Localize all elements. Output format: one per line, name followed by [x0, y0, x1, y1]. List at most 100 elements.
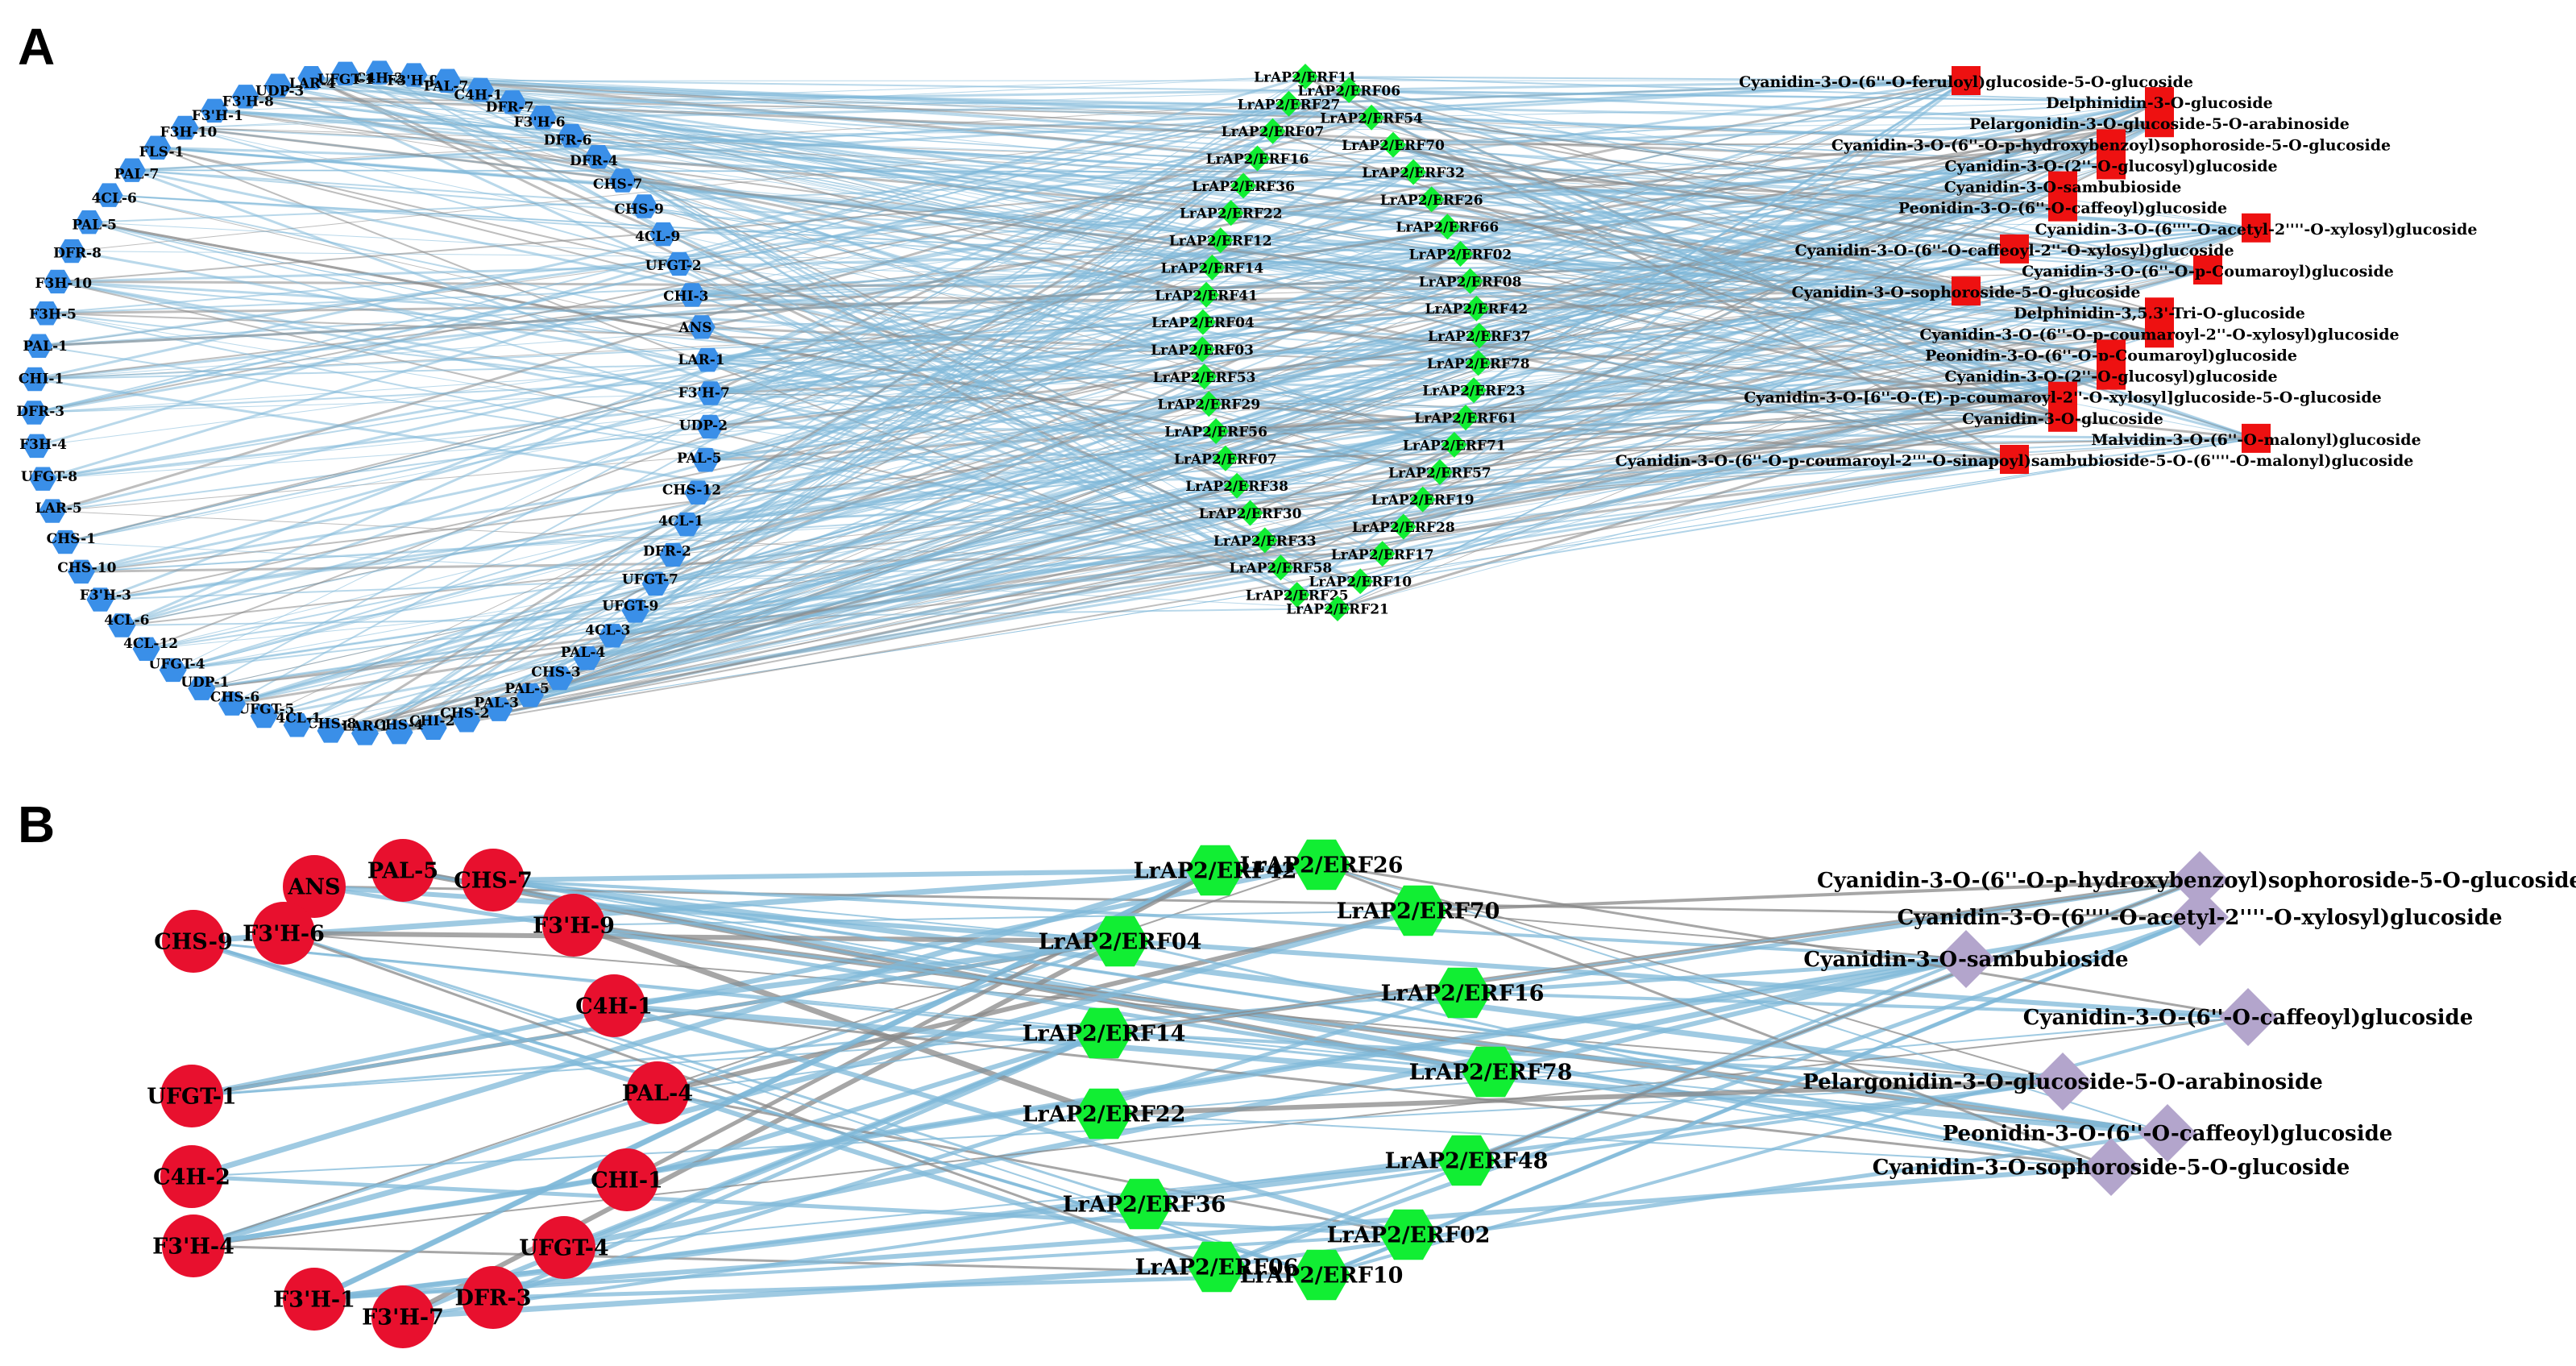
edge: [1225, 374, 2112, 459]
tf-node-b: [1115, 1178, 1173, 1230]
gene-label-a: CHS-1: [47, 531, 96, 547]
edge: [626, 1031, 1105, 1182]
edge: [1490, 1071, 2112, 1168]
tf-label-b: LrAP2/ERF16: [1381, 982, 1545, 1007]
gene-node-b: [160, 1145, 223, 1208]
gene-label-a: F3H-5: [29, 306, 77, 322]
edge: [313, 868, 1217, 1302]
gene-label-a: CHI-1: [19, 372, 64, 388]
edge: [1296, 437, 2257, 596]
tf-node-a: [1426, 459, 1453, 485]
tf-label-b: LrAP2/ERF70: [1337, 899, 1500, 924]
gene-label-b: CHS-7: [454, 869, 532, 894]
tf-node-b: [1462, 1046, 1520, 1098]
edge: [157, 147, 1441, 473]
edge: [563, 956, 1967, 1251]
tf-node-a: [1251, 527, 1278, 554]
edge: [330, 268, 2209, 733]
edge: [131, 169, 1414, 173]
edge: [1447, 225, 1967, 293]
tf-label-a: LrAP2/ERF14: [1161, 260, 1264, 276]
edge: [71, 250, 1226, 460]
edge: [283, 932, 1145, 1206]
edge: [245, 95, 2112, 166]
gene-label-a: F3'H-6: [514, 114, 566, 131]
edge: [1216, 395, 2064, 433]
gene-label-a: CHS-7: [593, 176, 642, 193]
edge: [492, 879, 1121, 942]
edge: [1392, 143, 2160, 334]
gene-node-a: [297, 66, 326, 90]
edge: [191, 991, 1463, 1098]
gene-node-a: [171, 115, 199, 140]
gene-node-a: [608, 168, 637, 193]
edge: [1349, 89, 2160, 103]
nodes-layer: C4H-2F3'H-9PAL-7C4H-1DFR-7F3'H-6DFR-6DFR…: [16, 60, 2576, 1348]
tf-node-b: [1389, 885, 1447, 936]
edge: [231, 416, 2064, 705]
edge: [1490, 957, 1967, 1074]
edge: [1460, 253, 2112, 355]
edge: [1431, 197, 2112, 377]
edge: [1473, 79, 1967, 392]
edge: [379, 72, 2112, 165]
tf-node-a: [1453, 405, 1479, 431]
gene-node-b: [583, 974, 645, 1037]
tf-label-a: LrAP2/ERF38: [1185, 479, 1288, 495]
edge: [310, 77, 1238, 488]
edge: [1204, 269, 2209, 378]
edge: [1478, 361, 2257, 440]
edge: [245, 96, 1414, 172]
edge: [1225, 143, 2112, 459]
metabolite-label-a: Peonidin-3-O-(6''-O-caffeoyl)glucoside: [1898, 200, 2227, 218]
edge: [193, 907, 1419, 1249]
edge: [1103, 879, 2201, 1034]
tf-label-a: LrAP2/ERF56: [1164, 425, 1267, 441]
edge: [1431, 197, 1967, 293]
metabolite-label-a: Cyanidin-3-O-(2''-O-glucosyl)glucoside: [1944, 157, 2277, 175]
edge: [1220, 185, 2064, 242]
metabolite-label-a: Cyanidin-3-O-(6''-O-caffeoyl-2''-O-xylos…: [1794, 242, 2234, 259]
edge: [1230, 121, 2160, 214]
edge: [100, 331, 2160, 601]
edge: [46, 289, 1967, 315]
tf-node-a: [1447, 241, 1474, 267]
edge: [35, 294, 1207, 380]
tf-node-a: [1400, 159, 1427, 185]
edge: [1473, 164, 2112, 391]
edge: [687, 290, 1967, 525]
metabolite-label-a: Cyanidin-3-O-(6''-O-p-coumaroyl-2''-O-xy…: [1919, 326, 2399, 343]
edge: [1202, 321, 2064, 398]
tf-node-b: [1186, 845, 1244, 896]
metabolite-label-a: Cyanidin-3-O-(6''-O-p-hydroxybenzoyl)sop…: [1831, 136, 2391, 154]
edge: [480, 89, 2064, 208]
metabolite-node-a: [2097, 150, 2126, 180]
edge: [185, 76, 1306, 128]
tf-label-a: LrAP2/ERF06: [1297, 83, 1400, 99]
edge: [1216, 416, 2064, 432]
tf-node-a: [1418, 186, 1445, 213]
gene-label-a: PAL-3: [474, 695, 519, 711]
gene-node-b: [462, 849, 525, 911]
gene-label-a: DFR-7: [486, 100, 534, 116]
edge: [492, 879, 2112, 1168]
gene-node-a: [201, 98, 229, 123]
gene-label-b: PAL-4: [622, 1082, 693, 1107]
edge: [573, 924, 2168, 1135]
tf-node-a: [1380, 131, 1406, 158]
gene-label-a: CHS-10: [57, 560, 116, 576]
metabolite-label-a: Peonidin-3-O-(6''-O-p-Coumaroyl)glucosid…: [1925, 347, 2297, 364]
gene-label-b: ANS: [287, 875, 340, 900]
edge: [296, 211, 1232, 727]
tf-label-b: LrAP2/ERF78: [1409, 1061, 1573, 1086]
edge: [1206, 269, 2209, 296]
edge: [1236, 311, 2160, 487]
tf-node-a: [1224, 472, 1251, 499]
edge: [185, 89, 1350, 128]
edge: [1447, 206, 2064, 228]
tf-node-a: [1369, 541, 1396, 567]
gene-node-a: [263, 73, 292, 98]
edge: [512, 79, 1967, 104]
gene-node-a: [696, 381, 724, 405]
